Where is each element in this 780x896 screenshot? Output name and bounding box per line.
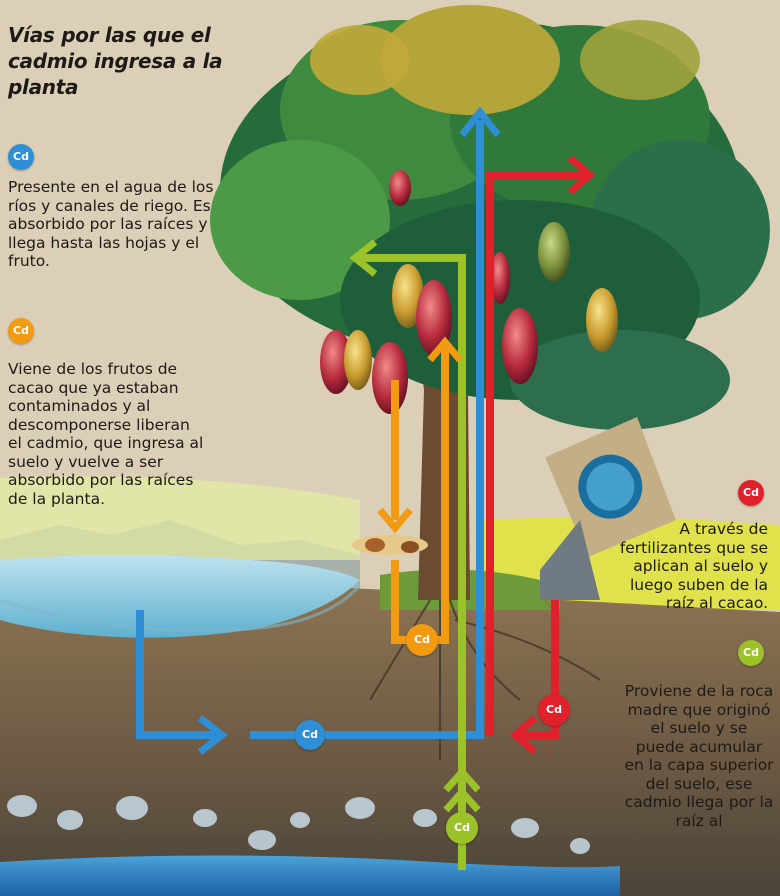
cd-badge-water: Cd	[8, 144, 34, 170]
source-rock-text: Proviene de la roca madre que originó el…	[624, 682, 774, 830]
page-title: Vías por las que el cadmio ingresa a la …	[8, 22, 228, 100]
cd-badge-orange-path: Cd	[406, 624, 438, 656]
source-fruit-text: Viene de los frutos de cacao que ya esta…	[8, 360, 208, 508]
cd-badge-green-path: Cd	[446, 812, 478, 844]
cd-badge-blue-path: Cd	[295, 720, 325, 750]
cd-badge-rock: Cd	[738, 640, 764, 666]
cd-badge-fruit: Cd	[8, 318, 34, 344]
cd-badge-red-path: Cd	[538, 694, 570, 726]
cd-badge-fertilizer: Cd	[738, 480, 764, 506]
source-fertilizer-text: A través de fertilizantes que se aplican…	[600, 520, 768, 613]
source-water-text: Presente en el agua de los ríos y canale…	[8, 178, 233, 271]
